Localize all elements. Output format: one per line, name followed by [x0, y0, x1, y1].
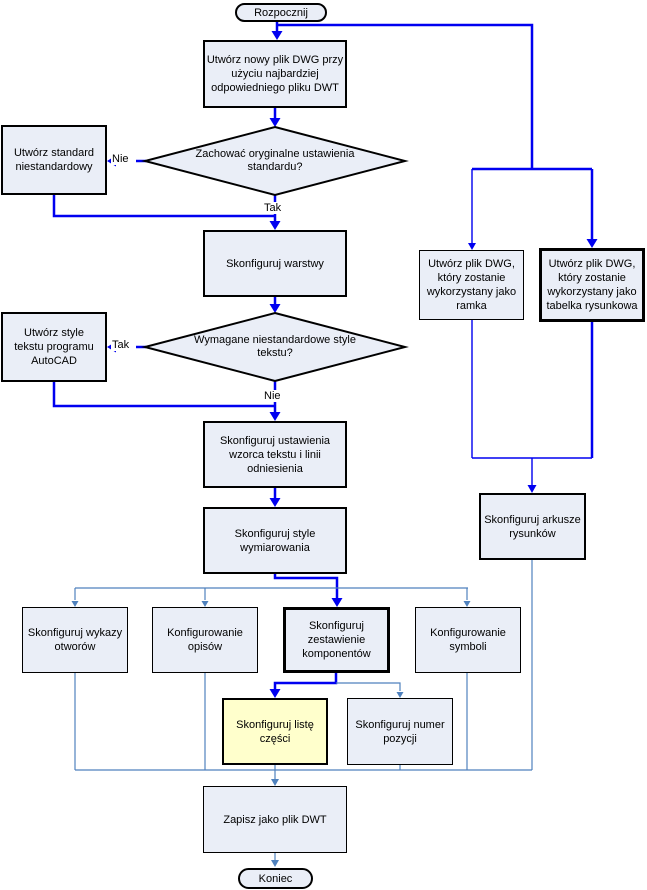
- node-create-border-dwg[interactable]: Utwórz plik DWG, który zostanie wykorzys…: [419, 250, 524, 320]
- branch-label-no-1: Nie: [111, 153, 130, 165]
- node-configure-notes[interactable]: Konfigurowanie opisów: [152, 607, 258, 673]
- node-configure-bom[interactable]: Skonfiguruj zestawienie komponentów: [283, 607, 390, 673]
- end-terminator: Koniec: [238, 868, 313, 889]
- node-save-as-dwt[interactable]: Zapisz jako plik DWT: [203, 786, 347, 853]
- branch-label-yes-1: Tak: [263, 202, 283, 214]
- node-configure-parts-list[interactable]: Skonfiguruj listę części: [222, 698, 328, 765]
- node-configure-layers[interactable]: Skonfiguruj warstwy: [203, 230, 347, 297]
- node-configure-text-defaults[interactable]: Skonfiguruj ustawienia wzorca tekstu i l…: [203, 421, 347, 488]
- node-configure-symbols[interactable]: Konfigurowanie symboli: [415, 607, 521, 673]
- branch-label-no-2: Nie: [263, 390, 282, 402]
- start-terminator: Rozpocznij: [235, 3, 327, 22]
- branch-label-yes-2: Tak: [111, 339, 131, 351]
- node-configure-hole-charts[interactable]: Skonfiguruj wykazy otworów: [22, 607, 128, 673]
- node-configure-dimension-styles[interactable]: Skonfiguruj style wymiarowania: [203, 507, 347, 574]
- node-configure-balloon[interactable]: Skonfiguruj numer pozycji: [347, 698, 453, 765]
- node-create-custom-standard[interactable]: Utwórz standard niestandardowy: [1, 125, 107, 195]
- thin-blue-edges: [471, 169, 592, 486]
- node-create-autocad-text-styles[interactable]: Utwórz style tekstu programu AutoCAD: [1, 312, 107, 382]
- decision-keep-standard: [141, 125, 409, 197]
- thin-steel-edges: [74, 560, 533, 860]
- node-create-titleblock-dwg[interactable]: Utwórz plik DWG, który zostanie wykorzys…: [539, 248, 645, 322]
- node-create-new-dwg[interactable]: Utwórz nowy plik DWG przy użyciu najbard…: [203, 40, 347, 108]
- node-configure-drawing-sheets[interactable]: Skonfiguruj arkusze rysunków: [479, 493, 586, 560]
- decision-custom-text-styles: [141, 311, 409, 383]
